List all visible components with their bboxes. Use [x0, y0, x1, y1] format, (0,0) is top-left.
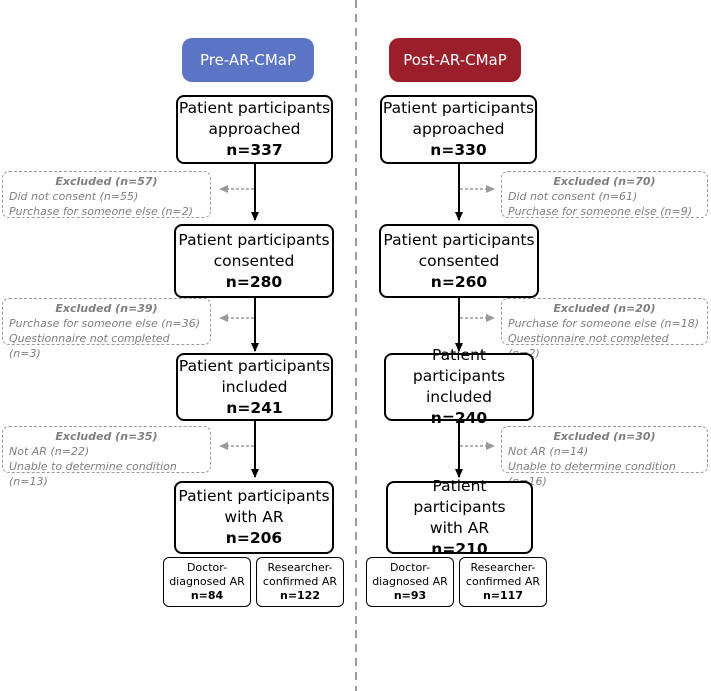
- box-line1: Patient participants: [178, 230, 330, 249]
- box-line1: Patient participants: [178, 487, 330, 505]
- pre-ar-cmap-header: Pre-AR-CMaP: [182, 38, 314, 82]
- post-ar-cmap-header: Post-AR-CMaP: [389, 38, 521, 82]
- box-line1: Patient participants: [178, 99, 331, 117]
- pre-doctor-diagnosed-box: Doctor- diagnosed AR n=84: [163, 557, 251, 607]
- box-count: n=206: [225, 529, 283, 547]
- small-count: n=93: [393, 589, 427, 602]
- pre-approached-box: Patient participants approached n=337: [176, 95, 333, 164]
- box-line2: included: [426, 388, 492, 406]
- box-count: n=210: [431, 539, 488, 558]
- pre-excluded-2: Excluded (n=39) Purchase for someone els…: [2, 298, 211, 360]
- excluded-reason: Purchase for someone else (n=36): [9, 317, 201, 330]
- small-line2: confirmed AR: [262, 575, 338, 588]
- post-consented-box: Patient participants consented n=260: [379, 224, 539, 298]
- post-included-box: Patient participants included n=240: [384, 346, 534, 427]
- excluded-title: Excluded (n=39): [55, 302, 158, 315]
- excluded-reason: Unable to determine condition (n=16): [508, 460, 676, 488]
- box-line2: approached: [412, 120, 505, 138]
- excluded-reason: Questionnaire not completed (n=3): [9, 332, 170, 360]
- post-excluded-3: Excluded (n=30) Not AR (n=14) Unable to …: [501, 426, 708, 488]
- box-line1: Patient participants: [178, 356, 331, 375]
- small-line1: Doctor-: [186, 561, 228, 574]
- post-doctor-diagnosed-box: Doctor- diagnosed AR n=93: [366, 557, 454, 607]
- box-count: n=280: [225, 272, 283, 291]
- box-line2: consented: [213, 251, 295, 270]
- pre-excluded-3: Excluded (n=35) Not AR (n=22) Unable to …: [2, 426, 211, 488]
- excluded-reason: Did not consent (n=61): [508, 190, 638, 203]
- small-count: n=84: [190, 589, 224, 602]
- box-line2: approached: [208, 120, 301, 138]
- small-count: n=117: [482, 589, 523, 602]
- box-line1: Patient participants: [413, 476, 506, 516]
- pre-consented-box: Patient participants consented n=280: [174, 224, 334, 298]
- box-line2: consented: [418, 251, 500, 270]
- post-with-ar-box: Patient participants with AR n=210: [386, 477, 533, 558]
- pre-researcher-confirmed-box: Researcher- confirmed AR n=122: [256, 557, 344, 607]
- excluded-reason: Unable to determine condition (n=13): [9, 460, 177, 488]
- small-line1: Researcher-: [267, 561, 333, 574]
- pre-with-ar-box: Patient participants with AR n=206: [174, 481, 334, 554]
- excluded-title: Excluded (n=20): [553, 302, 656, 315]
- excluded-reason: Did not consent (n=55): [9, 190, 139, 203]
- box-line2: with AR: [429, 518, 490, 537]
- box-count: n=240: [430, 409, 488, 427]
- excluded-reason: Purchase for someone else (n=18): [508, 317, 700, 330]
- post-researcher-confirmed-box: Researcher- confirmed AR n=117: [459, 557, 547, 607]
- box-line1: Patient participants: [383, 230, 535, 249]
- excluded-reason: Purchase for someone else (n=2): [9, 205, 194, 218]
- excluded-title: Excluded (n=57): [55, 175, 158, 188]
- box-line1: Patient participants: [412, 346, 506, 385]
- small-count: n=122: [279, 589, 320, 602]
- pre-excluded-1: Excluded (n=57) Did not consent (n=55) P…: [2, 171, 211, 218]
- small-line2: diagnosed AR: [372, 575, 448, 588]
- excluded-title: Excluded (n=35): [55, 430, 158, 443]
- post-excluded-1: Excluded (n=70) Did not consent (n=61) P…: [501, 171, 708, 218]
- post-excluded-2: Excluded (n=20) Purchase for someone els…: [501, 298, 708, 360]
- pre-included-box: Patient participants included n=241: [176, 353, 333, 421]
- small-line1: Doctor-: [389, 561, 431, 574]
- excluded-reason: Not AR (n=14): [508, 445, 589, 458]
- excluded-reason: Not AR (n=22): [9, 445, 90, 458]
- excluded-title: Excluded (n=70): [553, 175, 656, 188]
- box-count: n=330: [430, 141, 487, 159]
- box-count: n=241: [226, 398, 283, 417]
- excluded-reason: Questionnaire not completed (n=2): [508, 332, 669, 360]
- box-count: n=260: [430, 272, 488, 291]
- box-count: n=337: [226, 141, 283, 159]
- post-approached-box: Patient participants approached n=330: [380, 95, 537, 164]
- small-line2: diagnosed AR: [169, 575, 245, 588]
- excluded-title: Excluded (n=30): [553, 430, 656, 443]
- box-line2: included: [221, 377, 288, 396]
- box-line1: Patient participants: [382, 99, 535, 117]
- small-line1: Researcher-: [470, 561, 536, 574]
- small-line2: confirmed AR: [465, 575, 541, 588]
- excluded-reason: Purchase for someone else (n=9): [508, 205, 693, 218]
- box-line2: with AR: [224, 508, 284, 526]
